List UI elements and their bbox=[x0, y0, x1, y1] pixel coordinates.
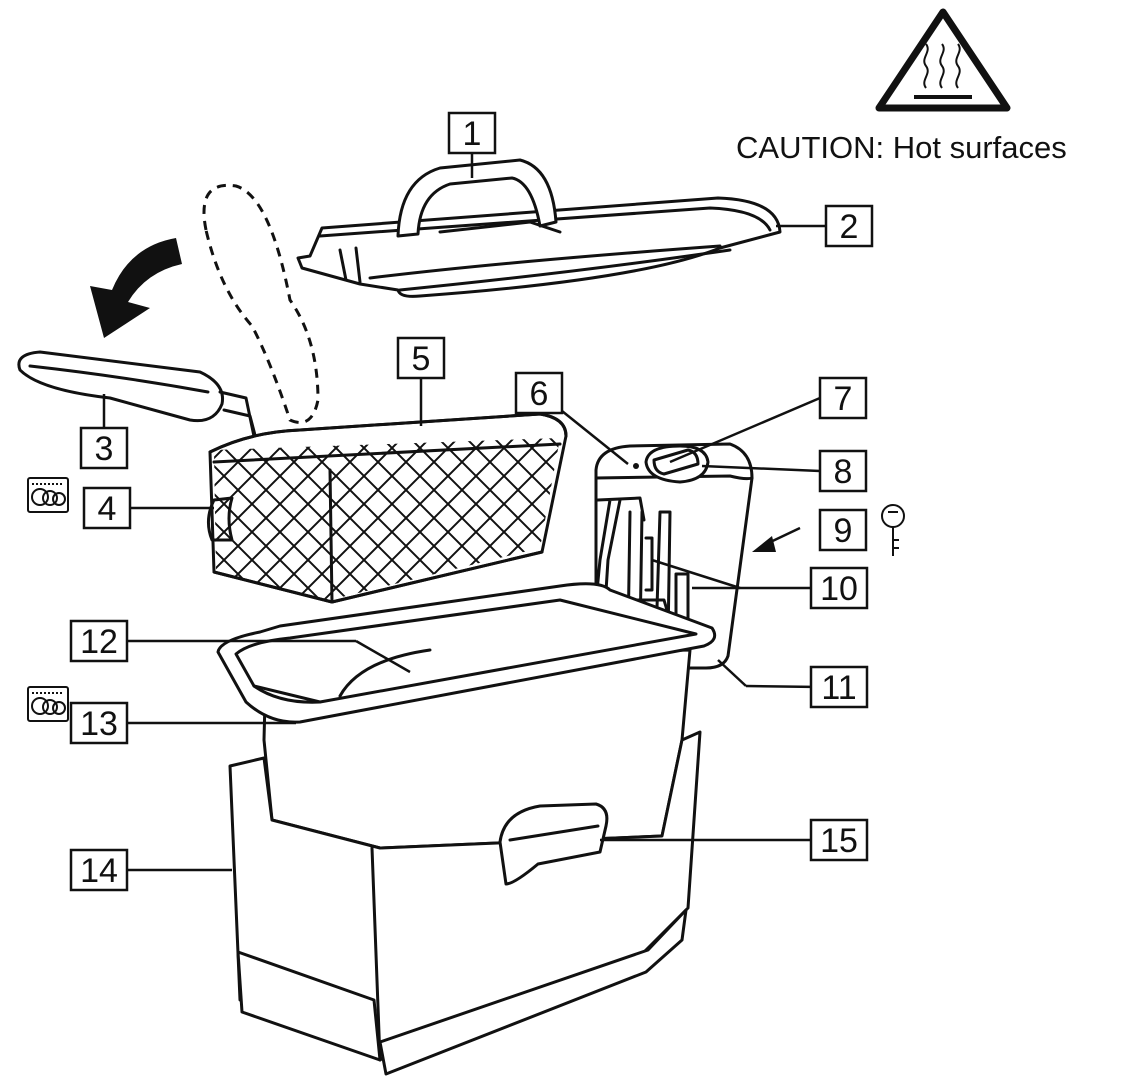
callout-14: 14 bbox=[69, 848, 129, 892]
dishwasher-safe-icon bbox=[27, 686, 69, 722]
svg-text:11: 11 bbox=[821, 669, 856, 707]
callout-12: 12 bbox=[69, 619, 129, 663]
leader-lines bbox=[84, 153, 826, 872]
caution-text: CAUTION: Hot surfaces bbox=[736, 130, 1067, 165]
callout-11: 11 bbox=[809, 665, 869, 709]
svg-text:2: 2 bbox=[840, 208, 859, 246]
oil-bowl bbox=[216, 582, 717, 850]
frying-basket bbox=[207, 412, 568, 604]
svg-text:9: 9 bbox=[834, 512, 853, 550]
svg-text:13: 13 bbox=[80, 705, 118, 743]
svg-text:4: 4 bbox=[98, 490, 117, 528]
component-9-arrow-icon bbox=[752, 526, 801, 552]
rotate-arrow-icon bbox=[90, 238, 182, 338]
svg-text:5: 5 bbox=[412, 340, 431, 378]
callout-2: 2 bbox=[824, 204, 874, 248]
svg-text:15: 15 bbox=[820, 822, 858, 860]
callout-1: 1 bbox=[447, 111, 497, 155]
lid-handle bbox=[396, 158, 558, 238]
svg-text:10: 10 bbox=[820, 570, 858, 608]
callout-5: 5 bbox=[396, 336, 446, 380]
svg-text:12: 12 bbox=[80, 623, 118, 661]
svg-text:6: 6 bbox=[530, 375, 549, 413]
dishwasher-safe-icon bbox=[27, 477, 69, 513]
callout-7: 7 bbox=[818, 376, 868, 420]
basket-handle-raised-outline bbox=[202, 183, 320, 424]
callout-13: 13 bbox=[69, 701, 129, 745]
svg-text:3: 3 bbox=[95, 430, 114, 468]
svg-text:14: 14 bbox=[80, 852, 118, 890]
callout-3: 3 bbox=[79, 426, 129, 470]
callout-15: 15 bbox=[809, 818, 869, 862]
svg-text:8: 8 bbox=[834, 453, 853, 491]
callout-6: 6 bbox=[514, 371, 564, 415]
callout-8: 8 bbox=[818, 449, 868, 493]
key-icon bbox=[881, 504, 905, 556]
hot-surface-warning-icon bbox=[875, 8, 1011, 112]
callout-9: 9 bbox=[818, 508, 868, 552]
basket-handle bbox=[17, 350, 264, 464]
fryer-housing bbox=[228, 730, 702, 1076]
control-unit bbox=[594, 442, 754, 670]
callout-10: 10 bbox=[809, 566, 869, 610]
svg-text:7: 7 bbox=[834, 380, 853, 418]
svg-text:1: 1 bbox=[463, 115, 482, 153]
callout-4: 4 bbox=[82, 486, 132, 530]
